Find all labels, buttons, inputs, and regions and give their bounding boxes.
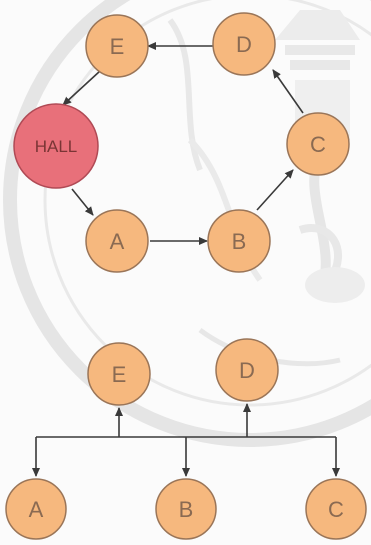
cycle-node-e-label: E [110,34,125,59]
cycle-node-d-label: D [236,32,252,57]
tree-connectors [32,403,340,477]
tree-node-a-label: A [29,497,44,522]
cycle-node-c: C [286,112,350,176]
cycle-node-hall-label: HALL [35,137,78,156]
arrow-b-to-c [256,169,294,211]
cycle-node-d: D [212,12,276,76]
tree-node-c-label: C [328,497,344,522]
cycle-node-b: B [207,209,271,273]
tree-node-a: A [5,478,67,540]
cycle-arrows [62,42,304,245]
tree-node-d: D [215,338,279,402]
arrow-e-to-hall [62,70,101,106]
arrow-c-to-d [272,69,304,114]
tree-node-b: B [155,478,217,540]
cycle-node-a-label: A [110,229,125,254]
tree-node-c: C [305,478,367,540]
arrow-hall-to-a [71,188,94,216]
tree-node-e-label: E [112,362,127,387]
tree-node-d-label: D [239,358,255,383]
tree-node-b-label: B [179,497,194,522]
cycle-node-hall: HALL [13,103,99,189]
cycle-node-a: A [85,209,149,273]
tree-node-e: E [87,342,151,406]
cycle-node-e: E [85,14,149,78]
cycle-node-c-label: C [310,132,326,157]
watermark-seal [3,0,371,447]
cycle-node-b-label: B [232,229,247,254]
